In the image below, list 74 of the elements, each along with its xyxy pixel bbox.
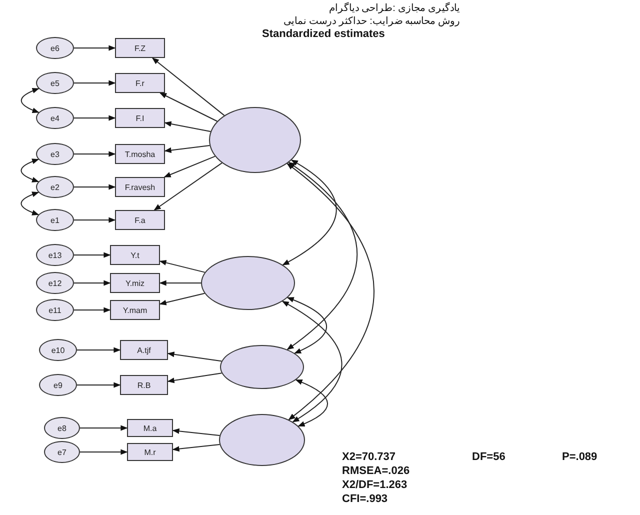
covariance-arrow [282, 300, 342, 422]
error-circle: e8 [44, 417, 80, 439]
error-circle: e3 [36, 143, 74, 165]
fit-statistic: RMSEA=.026 [342, 465, 410, 477]
path-arrow [152, 58, 225, 116]
latent-ellipse [209, 107, 301, 173]
error-circle: e6 [36, 37, 74, 59]
variable-box: M.r [127, 443, 173, 461]
covariance-arrow [286, 163, 374, 420]
path-arrow [154, 162, 222, 210]
path-arrow [74, 45, 116, 51]
variable-box: A.tjf [120, 340, 168, 360]
fit-statistic: X2/DF=1.263 [342, 479, 408, 491]
path-arrow [172, 428, 220, 436]
covariance-arrow [20, 158, 40, 182]
error-circle: e9 [39, 374, 77, 396]
latent-ellipse [219, 414, 305, 466]
path-arrow [167, 372, 222, 384]
covariance-arrow [20, 192, 40, 216]
covariance-arrow [282, 160, 337, 266]
title-text: Standardized estimates [262, 28, 385, 40]
fit-statistic: DF=56 [472, 451, 506, 463]
fit-statistic: P=.089 [562, 451, 598, 463]
path-arrow [74, 184, 116, 190]
variable-box: Y.miz [110, 273, 160, 293]
path-arrow [172, 444, 220, 452]
variable-box: F.Z [115, 38, 165, 58]
latent-ellipse [220, 345, 304, 389]
path-arrow [164, 156, 216, 178]
path-arrow [159, 292, 206, 306]
path-arrow [80, 425, 128, 431]
path-arrow [74, 307, 111, 313]
path-arrow [164, 145, 210, 153]
path-arrow [76, 382, 121, 388]
variable-box: M.a [127, 419, 173, 437]
error-circle: e7 [44, 441, 80, 463]
path-arrow [76, 347, 121, 353]
path-arrow [80, 449, 128, 455]
path-arrow [159, 260, 206, 273]
path-arrow [74, 217, 116, 223]
covariance-arrow [295, 379, 328, 427]
variable-box: F.ravesh [115, 177, 165, 197]
variable-box: F.a [115, 210, 165, 230]
error-circle: e11 [36, 299, 74, 321]
path-arrow [159, 280, 202, 286]
path-arrow [74, 115, 116, 121]
error-circle: e5 [36, 72, 74, 94]
title-text: یادگیری مجازی :طراحی دیاگرام [328, 2, 460, 14]
title-text: روش محاسبه ضرایب: حداکثر درست نمایی [283, 15, 460, 27]
error-circle: e13 [36, 244, 74, 266]
error-circle: e4 [36, 107, 74, 129]
path-arrow [74, 80, 116, 86]
variable-box: F.r [115, 73, 165, 93]
path-arrow [74, 252, 111, 258]
fit-statistic: CFI=.993 [342, 493, 388, 505]
path-arrow [164, 121, 212, 132]
variable-box: Y.mam [110, 300, 160, 320]
covariance-arrow [20, 88, 40, 113]
path-arrow [74, 280, 111, 286]
variable-box: T.mosha [115, 144, 165, 164]
error-circle: e1 [36, 209, 74, 231]
variable-box: Y.t [110, 245, 160, 265]
error-circle: e12 [36, 272, 74, 294]
fit-statistic: X2=70.737 [342, 451, 396, 463]
path-arrow [167, 352, 222, 362]
path-arrow [160, 92, 218, 122]
variable-box: F.I [115, 108, 165, 128]
error-circle: e2 [36, 176, 74, 198]
error-circle: e10 [39, 339, 77, 361]
latent-ellipse [201, 256, 295, 310]
covariance-arrow [286, 162, 358, 350]
path-arrow [74, 151, 116, 157]
variable-box: R.B [120, 375, 168, 395]
covariance-arrow [286, 297, 327, 354]
